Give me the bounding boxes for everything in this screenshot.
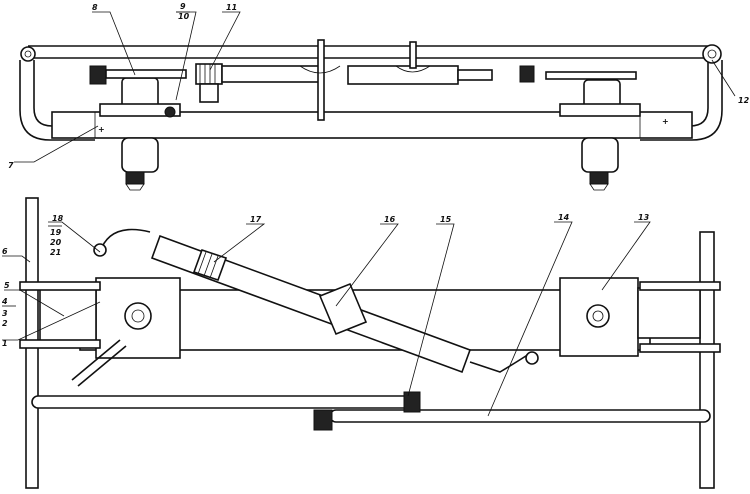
plan-view: 18 19 20 21 17 16 15 14 13 6 5 4 3 2 1: [1, 197, 721, 489]
top-bracket-2: [409, 41, 417, 69]
svg-text:+: +: [662, 117, 669, 126]
label-12: 12: [738, 96, 750, 105]
right-kingpin: [545, 71, 641, 191]
lower-rod-right: [329, 409, 711, 423]
label-14: 14: [558, 213, 570, 222]
label-16: 16: [384, 215, 396, 224]
label-2: 2: [2, 319, 8, 328]
steering-arm: [71, 339, 127, 387]
right-eye-joint: [702, 44, 722, 64]
label-10: 10: [178, 12, 190, 21]
lower-rod-clamp-right: [313, 409, 333, 431]
label-17: 17: [250, 215, 262, 224]
upper-tie-bar: [28, 45, 715, 59]
top-cylinder: [195, 63, 535, 103]
label-6: 6: [2, 247, 8, 256]
side-view: + +: [8, 2, 750, 191]
label-3: 3: [2, 309, 8, 318]
right-vertical-rod: [699, 231, 715, 489]
svg-text:+: +: [98, 125, 105, 134]
label-15: 15: [440, 215, 452, 224]
label-1: 1: [2, 339, 8, 348]
label-18: 18: [52, 214, 64, 223]
label-19: 19: [50, 228, 62, 237]
label-11: 11: [226, 3, 237, 12]
label-7: 7: [8, 161, 14, 170]
diagonal-cylinder: [93, 228, 539, 374]
label-5: 5: [4, 281, 10, 290]
label-4: 4: [1, 297, 8, 306]
left-eye-joint: [20, 46, 36, 62]
label-9: 9: [180, 2, 186, 11]
left-hub-plate: [39, 277, 181, 359]
lower-rod-left: [31, 395, 413, 409]
top-bracket-1: [317, 39, 325, 121]
label-13: 13: [638, 213, 650, 222]
top-joint-bolt: [164, 106, 176, 118]
label-8: 8: [92, 3, 98, 12]
left-kingpin: [89, 65, 187, 191]
label-20: 20: [50, 238, 62, 247]
lower-rod-clamp-left: [403, 391, 421, 413]
label-21: 21: [50, 248, 61, 257]
right-hub-plate: [559, 277, 701, 357]
